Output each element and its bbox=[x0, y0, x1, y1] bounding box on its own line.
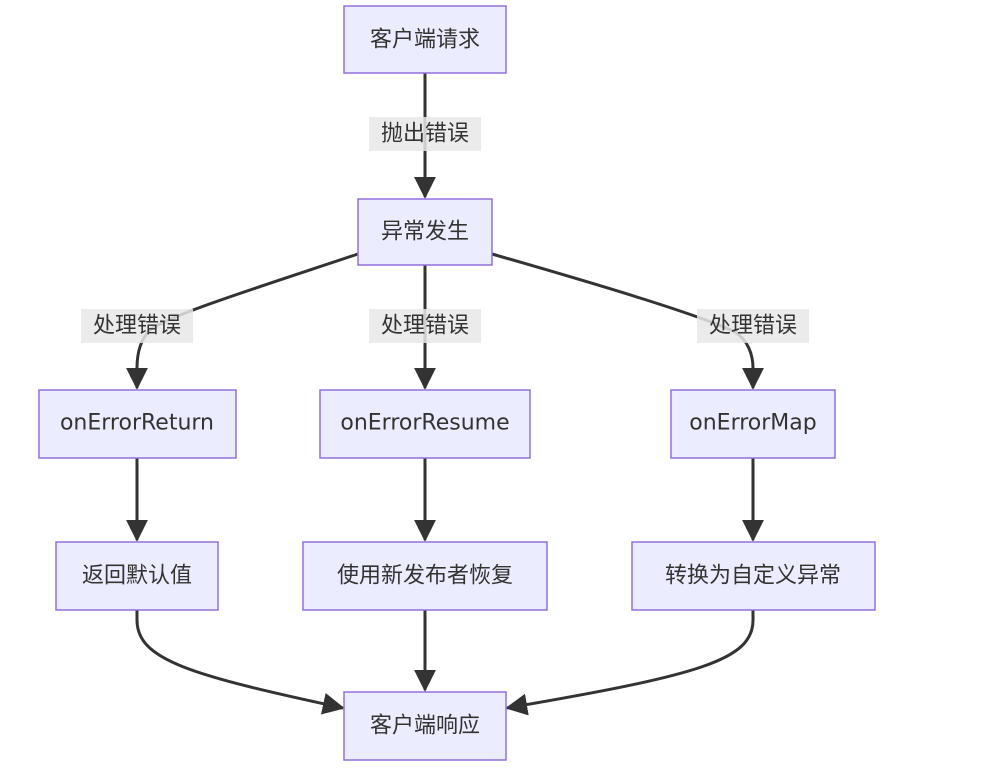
edge-labels: 抛出错误 处理错误 处理错误 处理错误 bbox=[81, 117, 809, 343]
node-return-default-label: 返回默认值 bbox=[82, 564, 192, 589]
edge-label-handle-error-right-text: 处理错误 bbox=[709, 314, 797, 339]
edge-label-handle-error-right: 处理错误 bbox=[697, 309, 809, 343]
node-onerrorresume-label: onErrorResume bbox=[340, 411, 509, 436]
node-exception-occurs: 异常发生 bbox=[357, 198, 493, 266]
nodes: 客户端请求 异常发生 onErrorReturn onErrorResume o… bbox=[38, 5, 876, 761]
node-client-response: 客户端响应 bbox=[343, 691, 507, 761]
edge-custom-to-response bbox=[505, 610, 755, 716]
node-convert-custom-exception-label: 转换为自定义异常 bbox=[665, 564, 841, 589]
node-use-new-publisher-label: 使用新发布者恢复 bbox=[337, 564, 513, 589]
node-onerrorreturn-label: onErrorReturn bbox=[60, 411, 214, 436]
edge-default-to-response bbox=[135, 610, 345, 715]
node-client-request-label: 客户端请求 bbox=[370, 28, 480, 53]
node-convert-custom-exception: 转换为自定义异常 bbox=[631, 541, 876, 611]
node-use-new-publisher: 使用新发布者恢复 bbox=[302, 541, 548, 611]
node-return-default: 返回默认值 bbox=[55, 541, 219, 611]
node-client-response-label: 客户端响应 bbox=[370, 714, 480, 739]
edge-label-handle-error-middle: 处理错误 bbox=[369, 309, 481, 343]
node-exception-occurs-label: 异常发生 bbox=[381, 220, 469, 245]
edge-label-throw-error: 抛出错误 bbox=[369, 117, 481, 151]
edges bbox=[126, 73, 764, 716]
node-client-request: 客户端请求 bbox=[343, 5, 507, 74]
node-onerrormap-label: onErrorMap bbox=[689, 411, 816, 436]
node-onerrorreturn: onErrorReturn bbox=[38, 389, 237, 459]
edge-label-handle-error-left-text: 处理错误 bbox=[93, 314, 181, 339]
edge-label-handle-error-middle-text: 处理错误 bbox=[381, 314, 469, 339]
node-onerrormap: onErrorMap bbox=[670, 389, 836, 459]
edge-label-throw-error-text: 抛出错误 bbox=[381, 122, 469, 147]
edge-label-handle-error-left: 处理错误 bbox=[81, 309, 193, 343]
node-onerrorresume: onErrorResume bbox=[319, 389, 531, 459]
